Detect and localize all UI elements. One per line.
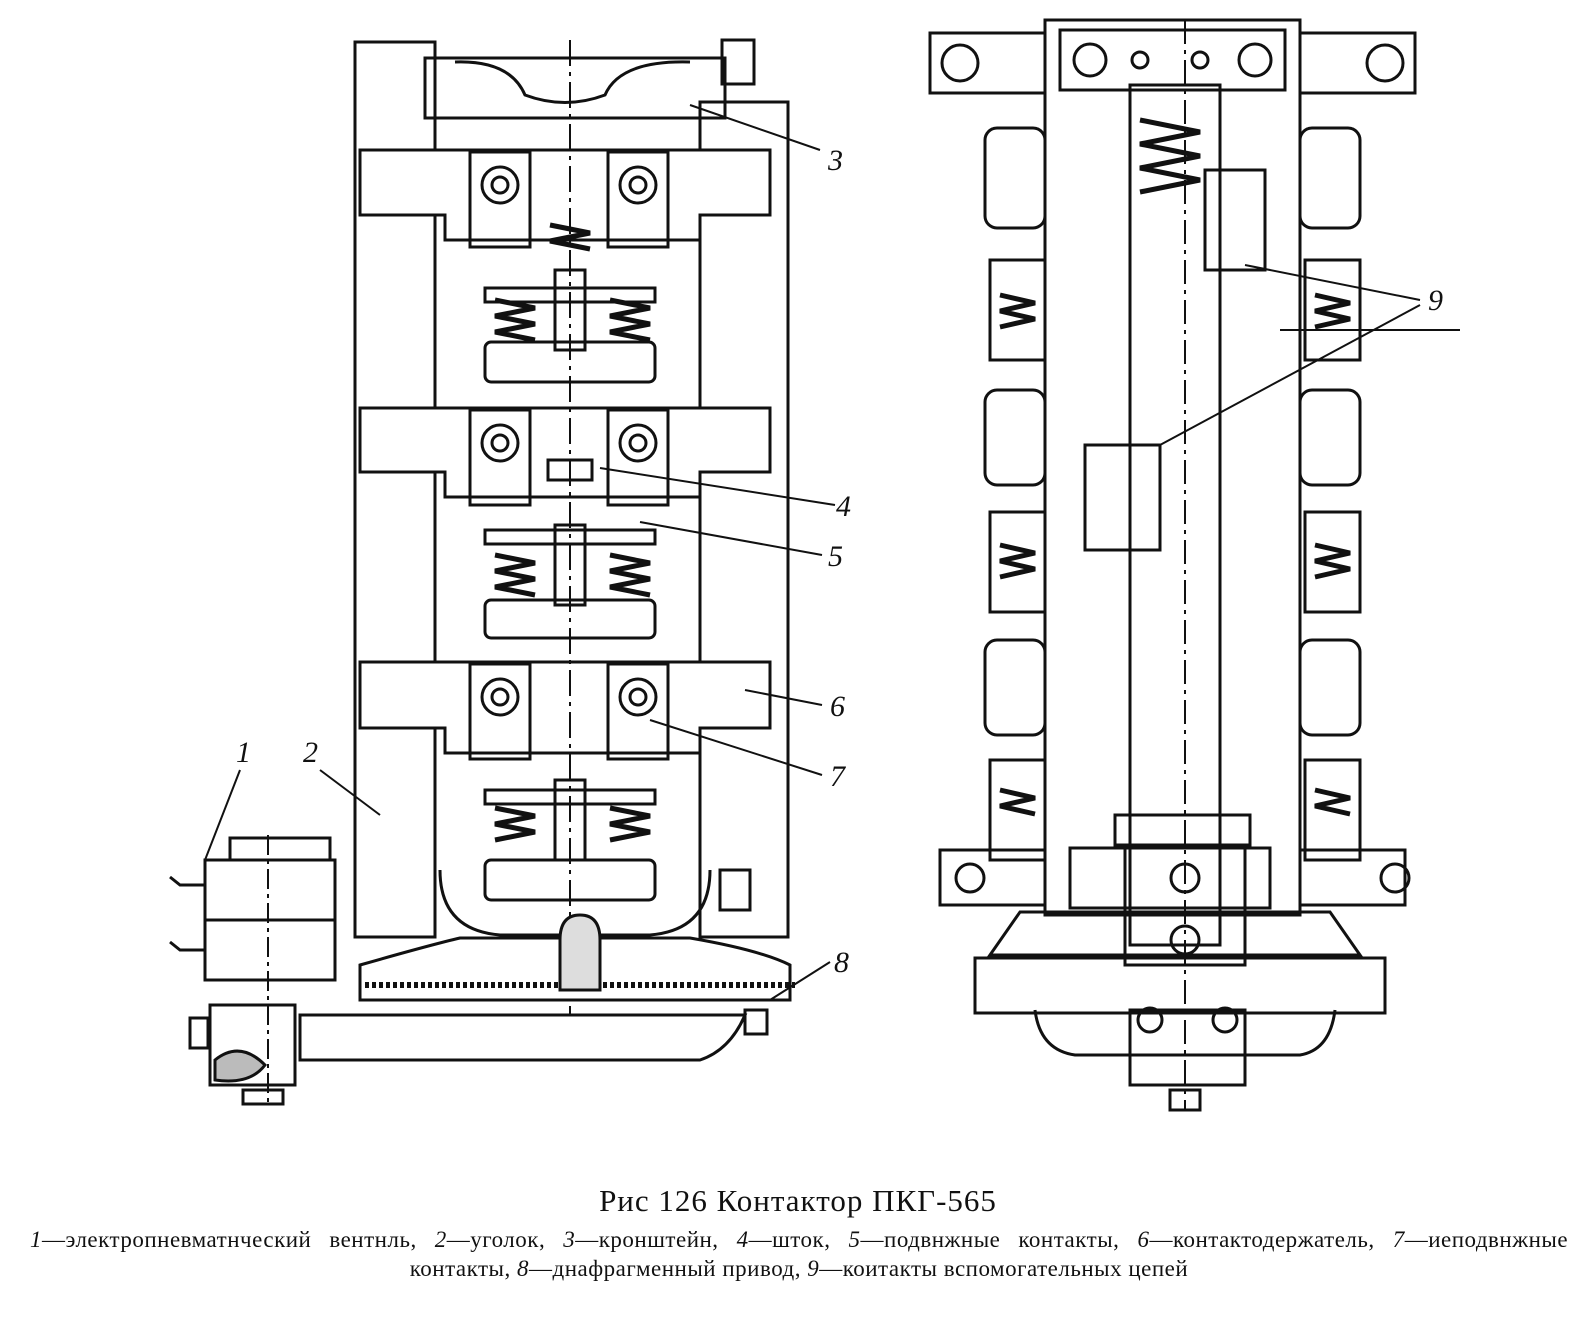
legend-item: 2—уголок, [434,1227,546,1252]
callout-2: 2 [303,736,318,769]
callout-7: 7 [830,760,847,793]
callout-6: 6 [830,690,845,723]
side-blocks-left [983,126,1047,862]
legend-item: 4—шток, [736,1227,831,1252]
legend-item: 3—кронштейн, [563,1227,719,1252]
fixed-contacts [468,150,670,761]
legend-item: 9—коитакты вспомогательных цепей [807,1256,1189,1281]
front-section-view [169,38,836,1106]
callout-5: 5 [828,540,843,573]
callout-9: 9 [1428,284,1443,317]
legend-item: 5—подвнжные контакты, [848,1227,1120,1252]
caption-legend: 1—электропневматнческий вентнль, 2—уголо… [30,1225,1568,1283]
callout-1: 1 [236,736,251,769]
electropneumatic-valve [169,835,337,1106]
callout-4: 4 [836,490,851,523]
figure-caption: Рис 126 Контактор ПКГ-565 1—электропневм… [0,1175,1596,1283]
caption-title: Рис 126 Контактор ПКГ-565 [599,1183,997,1218]
side-blocks-right [1298,126,1362,862]
callout-3: 3 [827,144,843,177]
legend-item: 8—днафрагменный привод, [517,1256,801,1281]
legend-item: 7—иеподвнжные контакты, [409,1227,1569,1281]
moving-contact-springs [494,222,651,843]
contactor-drawing: 1 2 3 4 5 6 7 8 9 [169,18,1460,1112]
legend-item: 6—контактодержатель, [1137,1227,1375,1252]
callout-8: 8 [834,946,849,979]
side-view [928,18,1460,1112]
legend-item: 1—электропневматнческий вентнль, [30,1227,417,1252]
